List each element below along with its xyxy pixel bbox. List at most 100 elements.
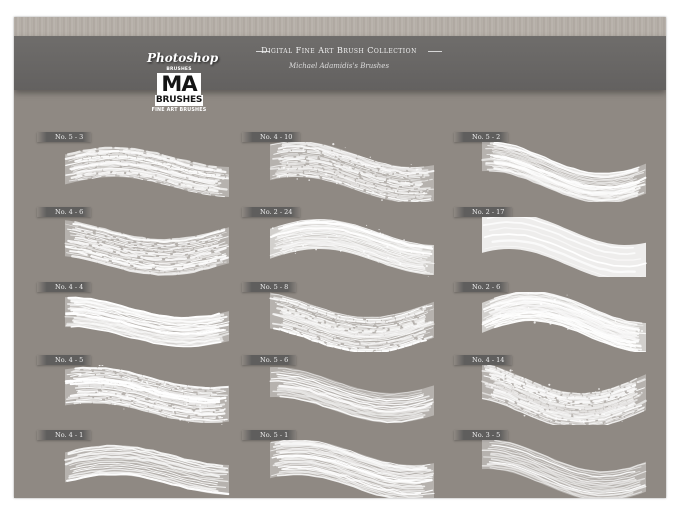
brush-bristle-streak [485, 293, 644, 327]
brush-bristle-streak [491, 239, 636, 274]
brush-bristle-streak [67, 228, 229, 249]
brush-bristle-streak [66, 146, 217, 169]
brush-speckle [611, 388, 613, 390]
brush-bristle-streak [73, 401, 225, 423]
brush-bristle-streak [494, 440, 646, 473]
brush-speckle [128, 378, 131, 381]
brush-bristle-streak [481, 464, 634, 498]
brush-speckle [287, 168, 289, 171]
brush-bristle-streak [76, 168, 228, 191]
brush-bristle-streak [279, 311, 426, 336]
brush-speckle [185, 403, 188, 406]
brush-bristle-streak [283, 247, 434, 275]
brush-speckle [409, 258, 411, 261]
brush-bristle-streak [67, 447, 229, 470]
brush-bristle-streak [68, 471, 219, 492]
brush-bristle-streak [481, 380, 641, 413]
brush-bristle-streak [485, 316, 641, 350]
brush-speckle [70, 379, 72, 381]
brush-bristle-streak [282, 158, 422, 187]
brush-speckle [492, 305, 494, 307]
brush-bristle-streak [278, 327, 433, 352]
brush-speckle [318, 220, 320, 221]
brush-speckle [311, 233, 313, 235]
brush-stroke-preview [482, 217, 647, 277]
brush-bristle-streak [281, 466, 422, 496]
brush-speckle [294, 250, 297, 253]
brush-bristle-streak [483, 456, 641, 490]
brush-bristle-streak [490, 454, 646, 488]
brush-bristle-streak [487, 447, 647, 482]
brush-bristle-streak [488, 302, 638, 337]
brush-bristle-streak [66, 252, 223, 272]
brush-speckle [99, 383, 101, 384]
brush-bristle-streak [281, 456, 421, 485]
brush-speckle [340, 250, 342, 252]
brush-stroke-preview [64, 220, 230, 276]
logo-brushes-small-text: BRUSHES [166, 67, 192, 72]
brush-speckle [187, 395, 190, 399]
brush-speckle [144, 407, 146, 408]
brush-bristle-streak [73, 164, 221, 186]
brush-label: No. 4 - 1 [37, 430, 92, 440]
brush-label: No. 4 - 4 [37, 282, 92, 292]
brush-stroke-preview [481, 292, 647, 352]
brush-speckle [523, 414, 526, 417]
brush-speckle [296, 221, 299, 224]
brush-speckle [534, 298, 536, 300]
brush-speckle [176, 387, 180, 390]
brush-stroke-preview [64, 296, 230, 348]
brush-bristle-streak [277, 219, 433, 247]
brush-bristle-streak [65, 246, 227, 268]
brush-bristle-streak [70, 325, 222, 348]
brush-bristle-streak [69, 231, 221, 251]
brush-bristle-streak [66, 322, 223, 346]
brush-bristle-streak [272, 443, 432, 472]
brush-bristle-streak [68, 153, 229, 176]
brush-bristle-streak [282, 297, 433, 321]
brush-bristle-streak [490, 452, 637, 487]
brush-bristle-streak [70, 308, 229, 332]
brush-bristle-streak [282, 370, 422, 397]
brush-stroke-preview [481, 142, 647, 202]
brush-speckle [525, 311, 528, 314]
brush-speckle [548, 383, 551, 386]
brush-speckle [595, 391, 597, 392]
brush-speckle [308, 170, 310, 173]
brush-bristle-streak [274, 235, 431, 262]
brush-bristle-streak [272, 225, 431, 253]
brush-speckle [528, 402, 530, 404]
brush-bristle-streak [68, 174, 220, 195]
logo-tagline: FINE ART BRUSHES [151, 108, 207, 113]
brush-bristle-streak [489, 367, 646, 399]
brush-bristle-streak [282, 220, 433, 248]
brush-bristle-streak [273, 327, 427, 352]
brush-speckle [514, 379, 516, 382]
brush-bristle-streak [484, 382, 634, 415]
brush-bristle-streak [283, 318, 425, 342]
brush-label: No. 2 - 6 [454, 282, 509, 292]
brush-speckle [531, 415, 534, 417]
brush-speckle [558, 301, 560, 303]
brush-bristle-streak [66, 396, 222, 419]
brush-speckle [132, 387, 135, 390]
brush-label: No. 5 - 1 [242, 430, 297, 440]
brush-bristle-streak [283, 234, 426, 261]
brush-bristle-streak [274, 302, 429, 327]
brush-speckle [567, 328, 569, 330]
brush-speckle [300, 231, 302, 233]
brush-speckle [569, 300, 571, 302]
brush-bristle-streak [72, 228, 226, 247]
brush-bristle-streak [74, 236, 219, 256]
brush-bristle-streak [488, 397, 645, 425]
brush-speckle [379, 232, 382, 235]
brush-bristle-streak [278, 470, 424, 498]
brush-bristle-streak [71, 255, 217, 276]
brush-label: No. 4 - 10 [242, 132, 301, 142]
header-banner: Digital Fine Art Brush Collection Michae… [14, 36, 666, 90]
brush-speckle [546, 415, 548, 418]
brush-speckle [326, 236, 328, 238]
brush-bristle-streak [271, 471, 422, 498]
brush-speckle [586, 393, 588, 395]
brush-speckle [404, 181, 407, 183]
